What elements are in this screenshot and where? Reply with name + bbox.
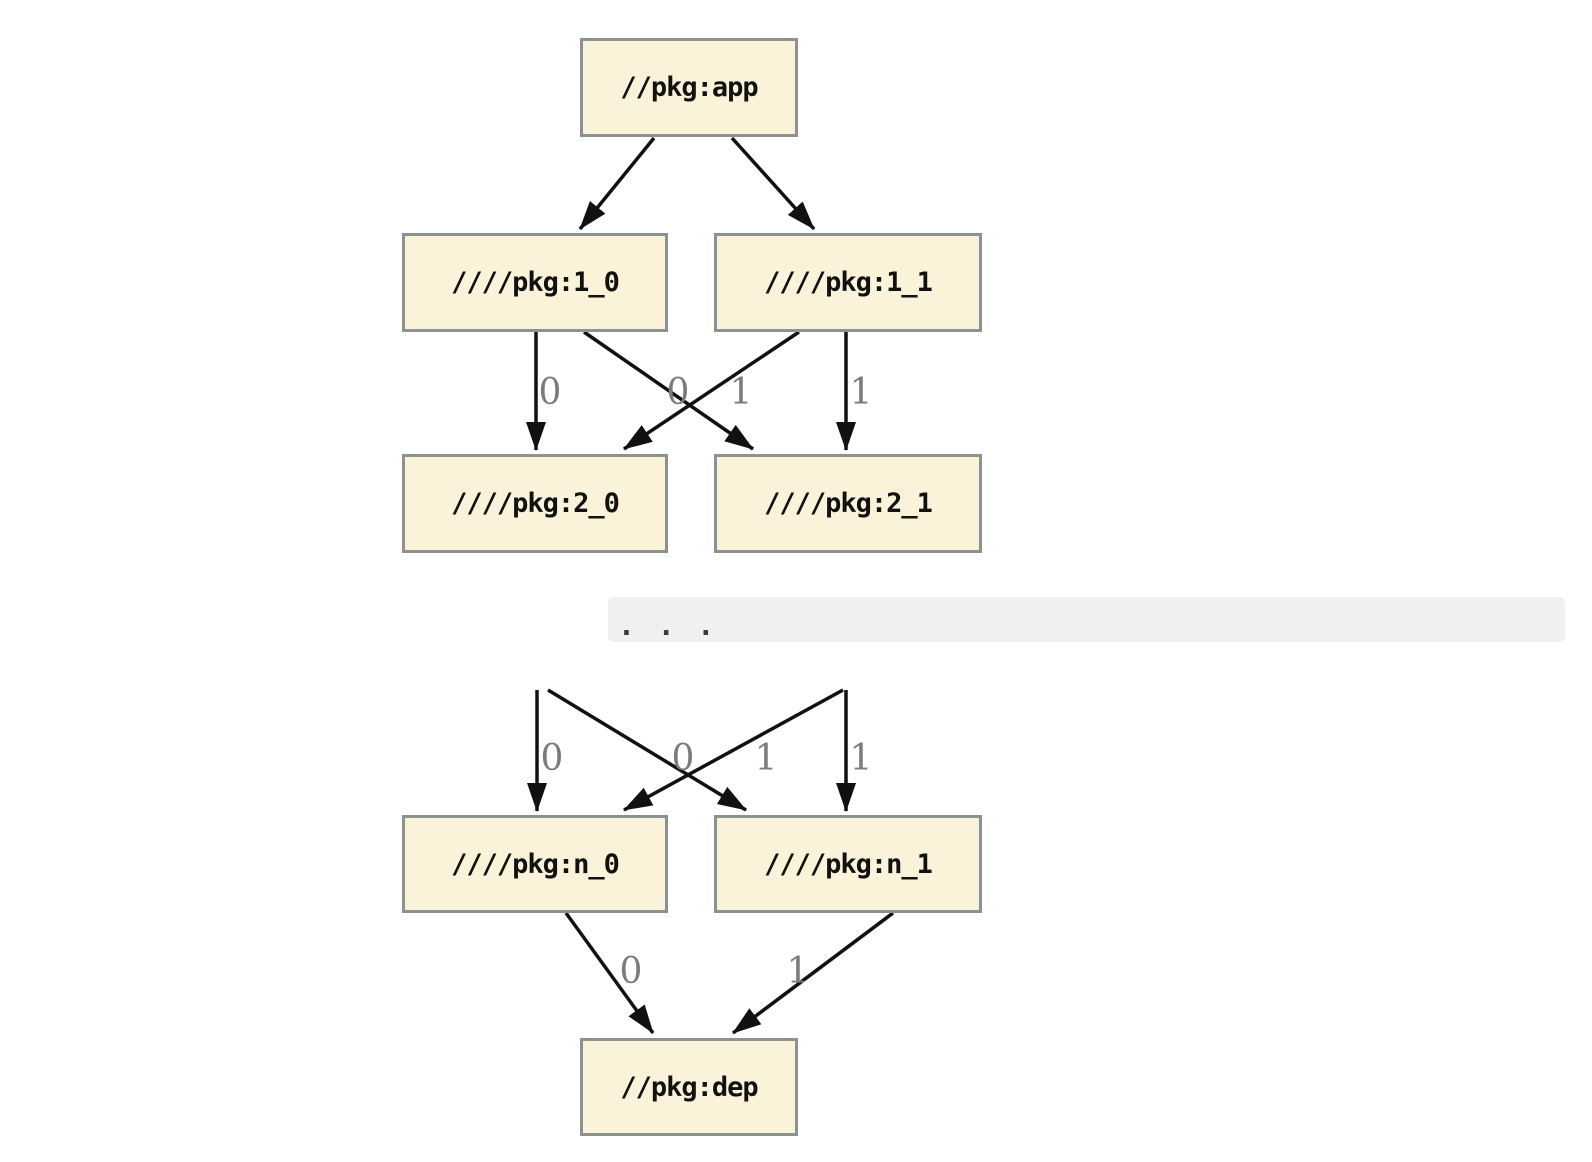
edge-label: 1 bbox=[787, 951, 810, 992]
edge-label: 0 bbox=[620, 951, 643, 992]
node-label: ////pkg:2_0 bbox=[451, 488, 620, 519]
edge-label: 0 bbox=[541, 738, 564, 779]
edge-1_0-to-2_1 bbox=[583, 330, 754, 451]
node-pkg-2_0: ////pkg:2_0 bbox=[402, 454, 668, 553]
node-pkg-n_0: ////pkg:n_0 bbox=[402, 815, 668, 913]
edge-label: 0 bbox=[672, 738, 695, 779]
node-label: ////pkg:n_1 bbox=[764, 848, 933, 880]
node-pkg-2_1: ////pkg:2_1 bbox=[714, 454, 982, 553]
edge-app-to-1_0 bbox=[578, 136, 656, 231]
edge-label: 1 bbox=[850, 738, 873, 779]
edge-app-to-1_1 bbox=[730, 136, 816, 231]
node-label: //pkg:dep bbox=[620, 1071, 758, 1103]
edge-label: 0 bbox=[667, 372, 690, 413]
node-label: ////pkg:2_1 bbox=[764, 488, 933, 519]
ellipsis-text: . . . bbox=[618, 609, 718, 642]
edge-n_1-to-dep bbox=[731, 911, 895, 1035]
node-pkg-n_1: ////pkg:n_1 bbox=[714, 815, 982, 913]
node-pkg-1_0: ////pkg:1_0 bbox=[402, 233, 668, 332]
ellipsis-band: . . . bbox=[608, 597, 1565, 642]
node-label: ////pkg:1_1 bbox=[764, 267, 933, 298]
node-pkg-app: //pkg:app bbox=[580, 38, 798, 137]
edge-1_1-to-2_0 bbox=[623, 330, 800, 451]
node-label: //pkg:app bbox=[620, 72, 758, 103]
edge-label: 1 bbox=[730, 372, 753, 413]
edge-n_0-to-dep bbox=[564, 911, 655, 1035]
edge-label: 1 bbox=[850, 372, 873, 413]
node-label: ////pkg:1_0 bbox=[451, 267, 620, 298]
node-label: ////pkg:n_0 bbox=[451, 848, 620, 880]
node-pkg-1_1: ////pkg:1_1 bbox=[714, 233, 982, 332]
node-pkg-dep: //pkg:dep bbox=[580, 1038, 798, 1136]
edge-label: 1 bbox=[755, 738, 778, 779]
edge-ellipsis-to-n_1-cross bbox=[547, 688, 747, 812]
edge-ellipsis-to-n_0-cross bbox=[623, 688, 844, 812]
edge-label: 0 bbox=[539, 372, 562, 413]
